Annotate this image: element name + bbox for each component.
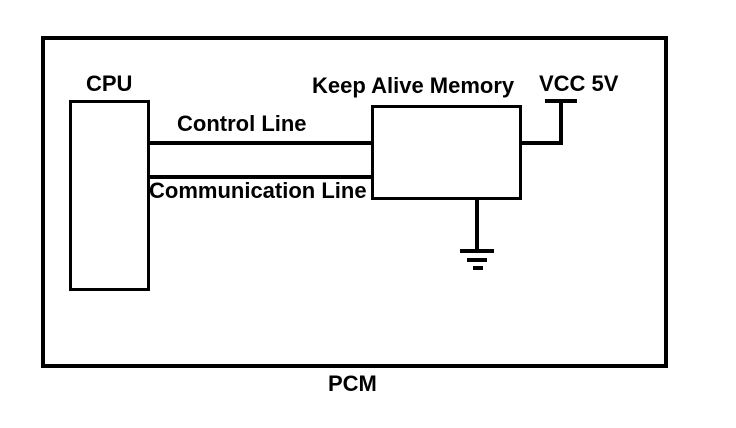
ground-bar-long xyxy=(460,249,494,253)
communication-line-label: Communication Line xyxy=(149,178,367,203)
pcm-boundary-box xyxy=(41,36,668,368)
vcc-wire-vertical xyxy=(559,100,563,145)
control-line-label: Control Line xyxy=(177,111,307,136)
vcc-wire-horizontal xyxy=(519,141,563,145)
pcm-label: PCM xyxy=(328,371,377,396)
ground-wire-vertical xyxy=(475,199,479,251)
cpu-block xyxy=(69,100,150,291)
vcc-terminal-bar xyxy=(545,99,577,103)
ground-bar-medium xyxy=(467,258,487,262)
ground-bar-short xyxy=(473,266,483,270)
control-line-wire xyxy=(149,141,372,145)
keep-alive-memory-block xyxy=(371,105,522,200)
keep-alive-memory-label: Keep Alive Memory xyxy=(312,73,515,98)
cpu-label: CPU xyxy=(86,71,133,96)
vcc-5v-label: VCC 5V xyxy=(539,71,619,96)
communication-line-wire xyxy=(149,175,372,179)
